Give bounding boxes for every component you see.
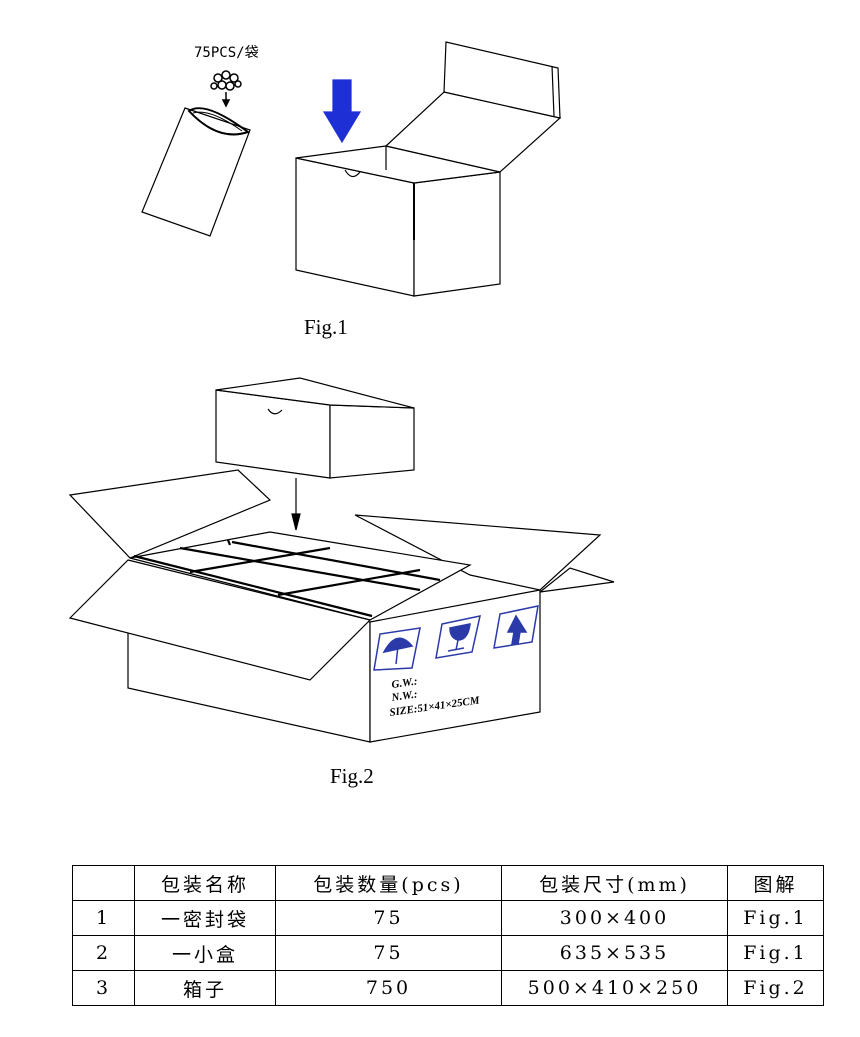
table-row: 2 一小盒 75 635×535 Fig.1	[72, 935, 824, 971]
cell-figure: Fig.1	[727, 935, 824, 971]
umbrella-icon	[373, 627, 421, 671]
header-index	[72, 865, 135, 901]
carton-symbols	[373, 605, 539, 671]
gross-weight-label: G.W.:	[391, 675, 418, 691]
cell-name: 一小盒	[134, 935, 276, 971]
sealed-bag	[141, 107, 251, 237]
cell-name: 箱子	[134, 970, 276, 1006]
blue-down-arrow	[322, 79, 362, 144]
cell-index: 3	[72, 970, 135, 1006]
small-box	[295, 41, 562, 297]
fragile-glass-icon	[435, 615, 481, 659]
shipping-carton	[68, 469, 615, 743]
table-row: 1 一密封袋 75 300×400 Fig.1	[72, 900, 824, 936]
figure-2-caption: Fig.2	[330, 764, 374, 788]
cell-figure: Fig.2	[727, 970, 824, 1006]
header-illustration: 图解	[727, 865, 824, 901]
parts-cluster	[210, 70, 242, 108]
cell-name: 一密封袋	[134, 900, 276, 936]
cell-quantity: 75	[275, 900, 502, 936]
header-package-size: 包装尺寸(mm)	[501, 865, 728, 901]
cell-index: 1	[72, 900, 135, 936]
cell-size: 300×400	[501, 900, 728, 936]
table-row: 3 箱子 750 500×410×250 Fig.2	[72, 970, 824, 1006]
cell-size: 635×535	[501, 935, 728, 971]
cell-quantity: 75	[275, 935, 502, 971]
cell-size: 500×410×250	[501, 970, 728, 1006]
cell-figure: Fig.1	[727, 900, 824, 936]
header-package-name: 包装名称	[134, 865, 276, 901]
header-package-quantity: 包装数量(pcs)	[275, 865, 502, 901]
figure-1-caption: Fig.1	[304, 315, 348, 339]
small-box-above-carton	[215, 377, 415, 531]
packaging-table: 包装名称 包装数量(pcs) 包装尺寸(mm) 图解 1 一密封袋 75 300…	[72, 865, 824, 1006]
net-weight-label: N.W.:	[390, 688, 418, 704]
this-way-up-icon	[493, 605, 539, 649]
bag-quantity-label: 75PCS/袋	[194, 45, 259, 61]
cell-quantity: 750	[275, 970, 502, 1006]
cell-index: 2	[72, 935, 135, 971]
table-header-row: 包装名称 包装数量(pcs) 包装尺寸(mm) 图解	[72, 865, 824, 901]
